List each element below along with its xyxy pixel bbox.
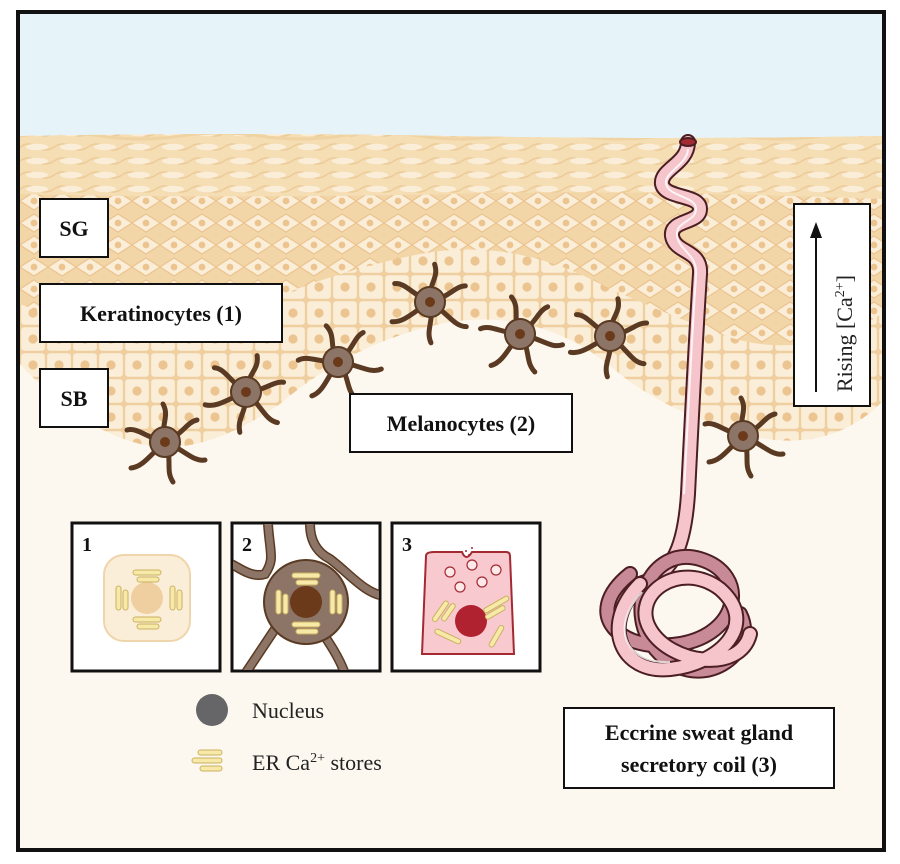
melanocyte — [389, 261, 469, 346]
svg-text:Eccrine sweat gland: Eccrine sweat gland — [605, 720, 793, 745]
inset-sweat-cell: 3 — [390, 521, 542, 673]
svg-text:secretory coil (3): secretory coil (3) — [621, 752, 777, 777]
sweat-pore — [679, 137, 697, 147]
nucleus-legend-icon — [196, 694, 228, 726]
secretory-coil — [599, 549, 758, 679]
svg-text:2: 2 — [242, 534, 252, 556]
melanocyte-group — [124, 261, 786, 485]
label-keratinocytes: Keratinocytes (1) — [39, 283, 283, 343]
er-stores — [115, 569, 183, 630]
inset-melanocyte: 2 — [230, 521, 382, 673]
nucleus — [290, 586, 322, 618]
svg-text:Melanocytes (2): Melanocytes (2) — [387, 411, 535, 436]
svg-text:Keratinocytes (1): Keratinocytes (1) — [80, 301, 242, 326]
sky-region — [20, 14, 882, 144]
legend: Nucleus ER Ca2+ stores — [191, 694, 382, 775]
label-sb: SB — [39, 368, 109, 428]
melanocyte — [567, 296, 650, 380]
sweat-duct — [634, 136, 707, 590]
er-legend-icon — [191, 749, 223, 772]
melanocyte — [202, 353, 287, 435]
eccrine-sweat-gland — [599, 134, 758, 679]
arrowhead-icon — [810, 222, 822, 238]
svg-text:Rising [Ca2+]: Rising [Ca2+] — [832, 275, 857, 392]
svg-text:SB: SB — [61, 386, 88, 411]
svg-text:1: 1 — [82, 534, 92, 556]
stratum-corneum-cells — [20, 134, 882, 199]
melanocyte — [124, 401, 208, 485]
skin-diagram: SG Keratinocytes (1) SB Melanocytes (2) … — [20, 14, 882, 789]
svg-text:SG: SG — [59, 216, 88, 241]
legend-er-label: ER Ca2+ stores — [252, 750, 382, 775]
svg-text:3: 3 — [402, 534, 412, 556]
label-sg: SG — [39, 198, 109, 258]
label-rising-calcium: Rising [Ca2+] — [793, 203, 871, 407]
nucleus — [455, 605, 487, 637]
figure-frame: SG Keratinocytes (1) SB Melanocytes (2) … — [16, 10, 886, 852]
inset-keratinocyte: 1 — [70, 521, 222, 673]
er-stores — [431, 595, 510, 648]
label-eccrine: Eccrine sweat gland secretory coil (3) — [563, 707, 835, 789]
legend-nucleus-label: Nucleus — [252, 698, 324, 723]
er-stores — [275, 572, 343, 635]
melanocyte — [702, 395, 786, 479]
sweat-duct-highlight — [664, 148, 698, 495]
label-melanocytes: Melanocytes (2) — [349, 393, 573, 453]
nucleus — [131, 582, 163, 614]
melanocyte — [477, 294, 566, 375]
